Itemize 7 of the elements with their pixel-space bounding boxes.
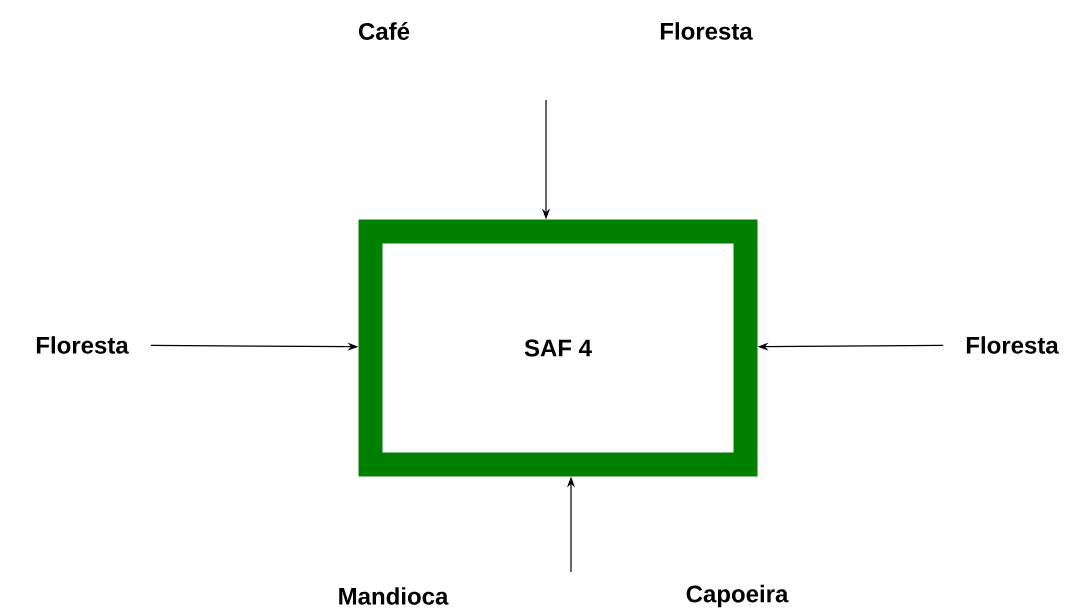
node-label: Floresta <box>966 336 1059 354</box>
node-label: Floresta <box>36 336 129 354</box>
node-label: Floresta <box>660 22 753 40</box>
node-label: Café <box>359 22 410 40</box>
node-label: Capoeira <box>686 584 789 608</box>
node-label: Mandioca <box>339 587 449 605</box>
process-box: SAF 4 <box>358 219 758 477</box>
